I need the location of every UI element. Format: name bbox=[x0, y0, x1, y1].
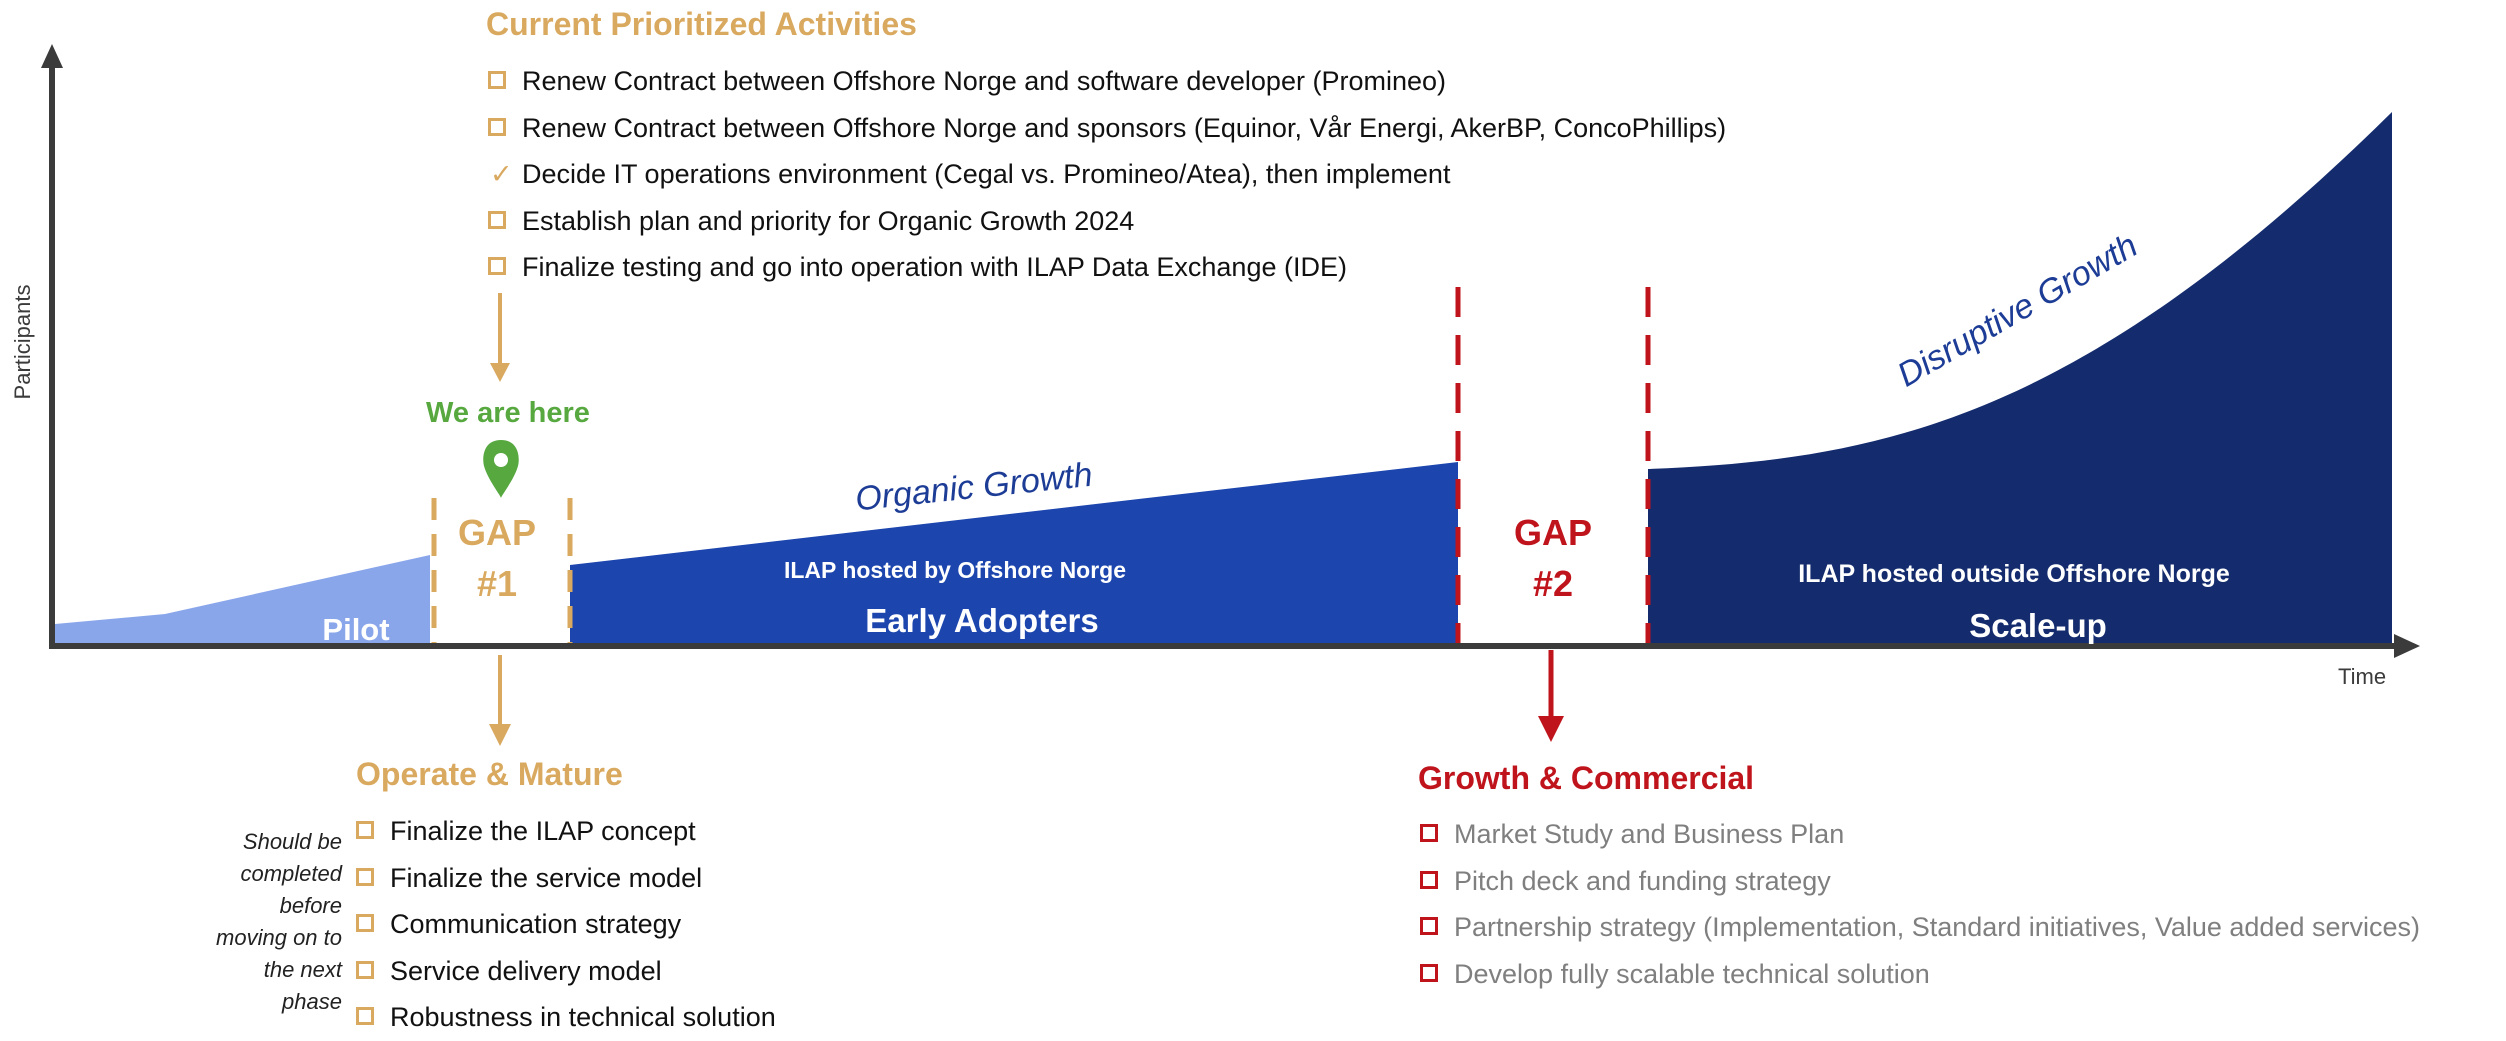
list-item-text: Establish plan and priority for Organic … bbox=[522, 205, 1135, 236]
pilot-area bbox=[55, 555, 430, 645]
growth-commercial-title: Growth & Commercial bbox=[1418, 760, 1755, 796]
list-item-text: Partnership strategy (Implementation, St… bbox=[1454, 912, 2420, 942]
early-adopters-sublabel: ILAP hosted by Offshore Norge bbox=[784, 557, 1126, 583]
checkbox-icon bbox=[488, 257, 506, 275]
checkbox-icon bbox=[356, 821, 374, 839]
list-item: Finalize the service model bbox=[356, 855, 776, 902]
list-item: Pitch deck and funding strategy bbox=[1420, 858, 2420, 905]
scaleup-area bbox=[1648, 112, 2392, 645]
list-item: Service delivery model bbox=[356, 948, 776, 995]
scaleup-sublabel: ILAP hosted outside Offshore Norge bbox=[1798, 560, 2230, 588]
checkbox-icon bbox=[1420, 917, 1438, 935]
checkbox-icon bbox=[1420, 824, 1438, 842]
map-pin-icon bbox=[483, 440, 519, 498]
list-item-text: Robustness in technical solution bbox=[390, 1002, 776, 1032]
checkbox-icon bbox=[356, 1007, 374, 1025]
list-item-text: Service delivery model bbox=[390, 955, 662, 986]
list-item: Robustness in technical solution bbox=[356, 994, 776, 1041]
x-axis-arrowhead bbox=[2394, 634, 2420, 658]
list-item: Renew Contract between Offshore Norge an… bbox=[488, 58, 1726, 105]
list-item-text: Market Study and Business Plan bbox=[1454, 819, 1845, 849]
checkbox-icon bbox=[356, 960, 374, 979]
list-item-text: Finalize testing and go into operation w… bbox=[522, 252, 1347, 282]
checkbox-icon bbox=[488, 210, 506, 229]
gap1-label-line2: #1 bbox=[477, 563, 517, 604]
pilot-label: Pilot bbox=[322, 612, 389, 647]
list-item: Develop fully scalable technical solutio… bbox=[1420, 951, 2420, 998]
early-adopters-area bbox=[570, 462, 1458, 645]
y-axis-arrowhead bbox=[41, 44, 63, 68]
checkbox-icon bbox=[1420, 963, 1438, 982]
gap2-label-line2: #2 bbox=[1533, 563, 1573, 604]
x-axis-label: Time bbox=[2338, 664, 2386, 689]
checkbox-icon bbox=[488, 117, 506, 136]
gap1-label-line1: GAP bbox=[458, 512, 536, 553]
scaleup-label: Scale-up bbox=[1969, 607, 2107, 644]
list-item: Establish plan and priority for Organic … bbox=[488, 198, 1726, 245]
list-item-text: Develop fully scalable technical solutio… bbox=[1454, 958, 1930, 989]
list-item-text: Renew Contract between Offshore Norge an… bbox=[522, 66, 1446, 96]
list-item: Partnership strategy (Implementation, St… bbox=[1420, 904, 2420, 951]
operate-note: Should be completed before moving on to … bbox=[216, 829, 342, 1014]
current-activities-list: Renew Contract between Offshore Norge an… bbox=[488, 58, 1726, 291]
we-are-here-label: We are here bbox=[426, 397, 590, 429]
list-item: Renew Contract between Offshore Norge an… bbox=[488, 105, 1726, 152]
checkbox-icon bbox=[356, 914, 374, 932]
checkbox-icon bbox=[488, 71, 506, 89]
current-activities-title: Current Prioritized Activities bbox=[486, 6, 917, 42]
operate-mature-title: Operate & Mature bbox=[356, 756, 623, 792]
checkmark-icon: ✓ bbox=[490, 159, 513, 189]
list-item-text: Renew Contract between Offshore Norge an… bbox=[522, 112, 1727, 143]
checkbox-icon bbox=[356, 867, 374, 886]
list-item: ✓ Decide IT operations environment (Cegal… bbox=[488, 151, 1726, 198]
list-item: Communication strategy bbox=[356, 901, 776, 948]
checkbox-icon bbox=[1420, 870, 1438, 889]
list-item: Finalize the ILAP concept bbox=[356, 808, 776, 855]
gap2-label-line1: GAP bbox=[1514, 512, 1592, 553]
gold-down-arrow-top-head bbox=[490, 363, 510, 382]
list-item-text: Decide IT operations environment (Cegal … bbox=[522, 159, 1451, 189]
list-item-text: Finalize the service model bbox=[390, 862, 703, 893]
gold-down-arrow-bottom-head bbox=[489, 724, 511, 746]
list-item-text: Pitch deck and funding strategy bbox=[1454, 865, 1831, 896]
list-item-text: Communication strategy bbox=[390, 909, 682, 939]
list-item: Market Study and Business Plan bbox=[1420, 811, 2420, 858]
list-item: Finalize testing and go into operation w… bbox=[488, 244, 1726, 291]
early-adopters-label: Early Adopters bbox=[865, 602, 1099, 639]
y-axis-label: Participants bbox=[10, 285, 35, 400]
list-item-text: Finalize the ILAP concept bbox=[390, 816, 696, 846]
red-down-arrow-head bbox=[1538, 716, 1564, 742]
